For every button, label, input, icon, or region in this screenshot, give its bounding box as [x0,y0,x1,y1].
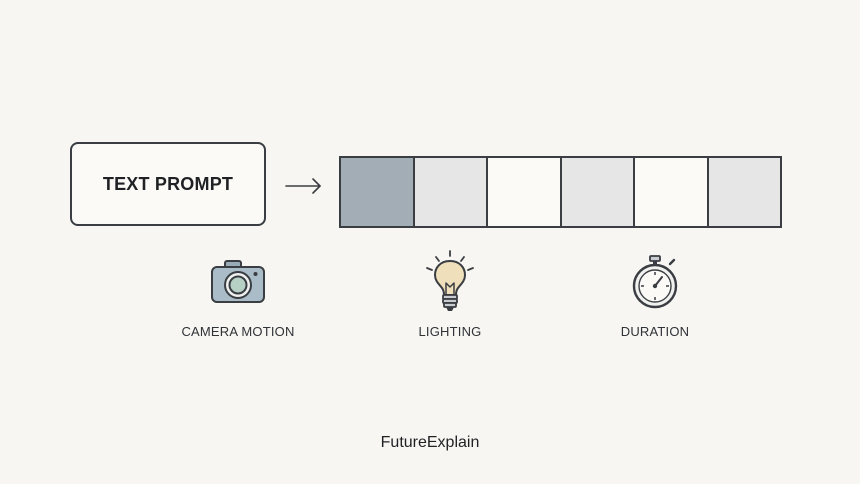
right-arrow-icon [285,178,321,194]
text-prompt-box: TEXT PROMPT [70,142,266,226]
camera-motion-label: CAMERA MOTION [181,324,295,339]
video-frame-strip [339,156,782,228]
lightbulb-icon [426,250,474,311]
camera-icon [211,260,265,303]
video-frame [414,158,488,226]
video-frame [635,158,709,226]
video-frame [488,158,562,226]
feature-lighting: LIGHTING [360,250,540,339]
duration-label: DURATION [620,324,690,339]
feature-camera-motion: CAMERA MOTION [148,250,328,339]
lighting-label: LIGHTING [418,324,482,339]
stopwatch-icon [632,255,678,309]
video-frame [341,158,415,226]
video-frame [708,158,780,226]
text-prompt-label: TEXT PROMPT [102,173,234,194]
feature-duration: DURATION [565,250,745,339]
brand-name: FutureExplain [380,434,480,451]
video-frame [561,158,635,226]
